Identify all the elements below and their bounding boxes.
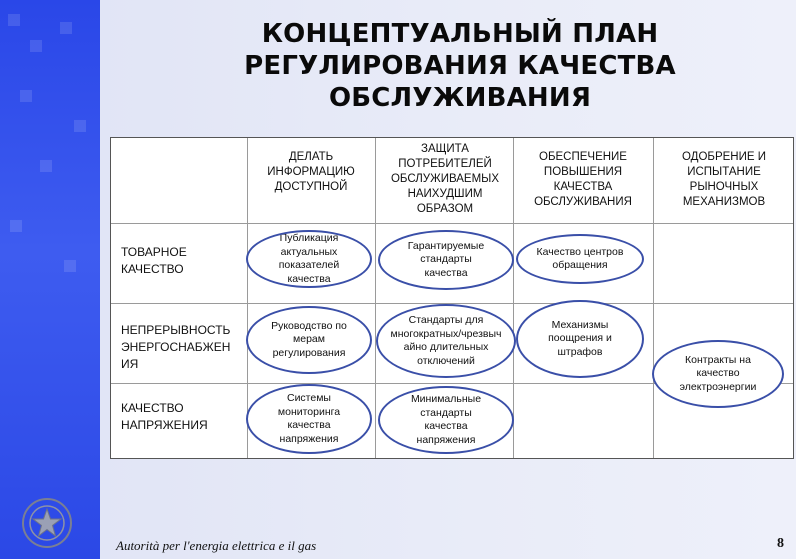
grid-divider	[513, 138, 514, 458]
cell-service-centers: Качество центров обращения	[516, 234, 644, 284]
decor-square	[64, 260, 76, 272]
cell-publication: Публикация актуальных показателей качест…	[246, 230, 372, 288]
column-header-market-mechanisms: ОДОБРЕНИЕ И ИСПЫТАНИЕ РЫНОЧНЫХ МЕХАНИЗМО…	[681, 151, 766, 208]
decor-square	[10, 220, 22, 232]
grid-divider	[111, 383, 793, 384]
title-line: РЕГУЛИРОВАНИЯ КАЧЕСТВА	[244, 51, 676, 81]
italian-republic-emblem-icon	[22, 498, 72, 548]
grid-divider	[111, 223, 793, 224]
cell-minimum-standards: Минимальные стандарты качества напряжени…	[378, 386, 514, 454]
cell-guaranteed-standards: Гарантируемые стандарты качества	[378, 230, 514, 290]
title-line: ОБСЛУЖИВАНИЯ	[328, 83, 592, 113]
column-header-consumer-protection: ЗАЩИТА ПОТРЕБИТЕЛЕЙ ОБСЛУЖИВАЕМЫХ НАИХУД…	[390, 143, 500, 215]
cell-regulation-guide: Руководство по мерам регулирования	[246, 306, 372, 374]
decor-square	[30, 40, 42, 52]
grid-divider	[653, 138, 654, 458]
row-header-supply-continuity: НЕПРЕРЫВНОСТЬ ЭНЕРГОСНАБЖЕН ИЯ	[121, 323, 231, 371]
left-accent-bar	[0, 0, 100, 559]
row-header-commercial-quality: ТОВАРНОЕ КАЧЕСТВО	[121, 245, 187, 276]
page-number: 8	[777, 536, 784, 551]
grid-divider	[111, 303, 793, 304]
column-header-information: ДЕЛАТЬ ИНФОРМАЦИЮ ДОСТУПНОЙ	[267, 151, 355, 193]
cell-incentives: Механизмы поощрения и штрафов	[516, 300, 644, 378]
cell-monitoring: Системы мониторинга качества напряжения	[246, 384, 372, 454]
title-line: КОНЦЕПТУАЛЬНЫЙ ПЛАН	[261, 19, 659, 49]
decor-square	[74, 120, 86, 132]
decor-square	[40, 160, 52, 172]
decor-square	[8, 14, 20, 26]
grid-divider	[247, 138, 248, 458]
footer-organization: Autorità per l'energia elettrica e il ga…	[116, 538, 317, 553]
decor-square	[20, 90, 32, 102]
cell-interruption-standards: Стандарты для многократных/чрезвыч айно …	[376, 304, 516, 378]
column-header-quality-improvement: ОБЕСПЕЧЕНИЕ ПОВЫШЕНИЯ КАЧЕСТВА ОБСЛУЖИВА…	[534, 151, 632, 208]
row-header-voltage-quality: КАЧЕСТВО НАПРЯЖЕНИЯ	[121, 401, 208, 432]
grid-divider	[375, 138, 376, 458]
page-title: КОНЦЕПТУАЛЬНЫЙ ПЛАН РЕГУЛИРОВАНИЯ КАЧЕСТ…	[200, 18, 720, 114]
decor-square	[60, 22, 72, 34]
cell-contracts: Контракты на качество электроэнергии	[652, 340, 784, 408]
